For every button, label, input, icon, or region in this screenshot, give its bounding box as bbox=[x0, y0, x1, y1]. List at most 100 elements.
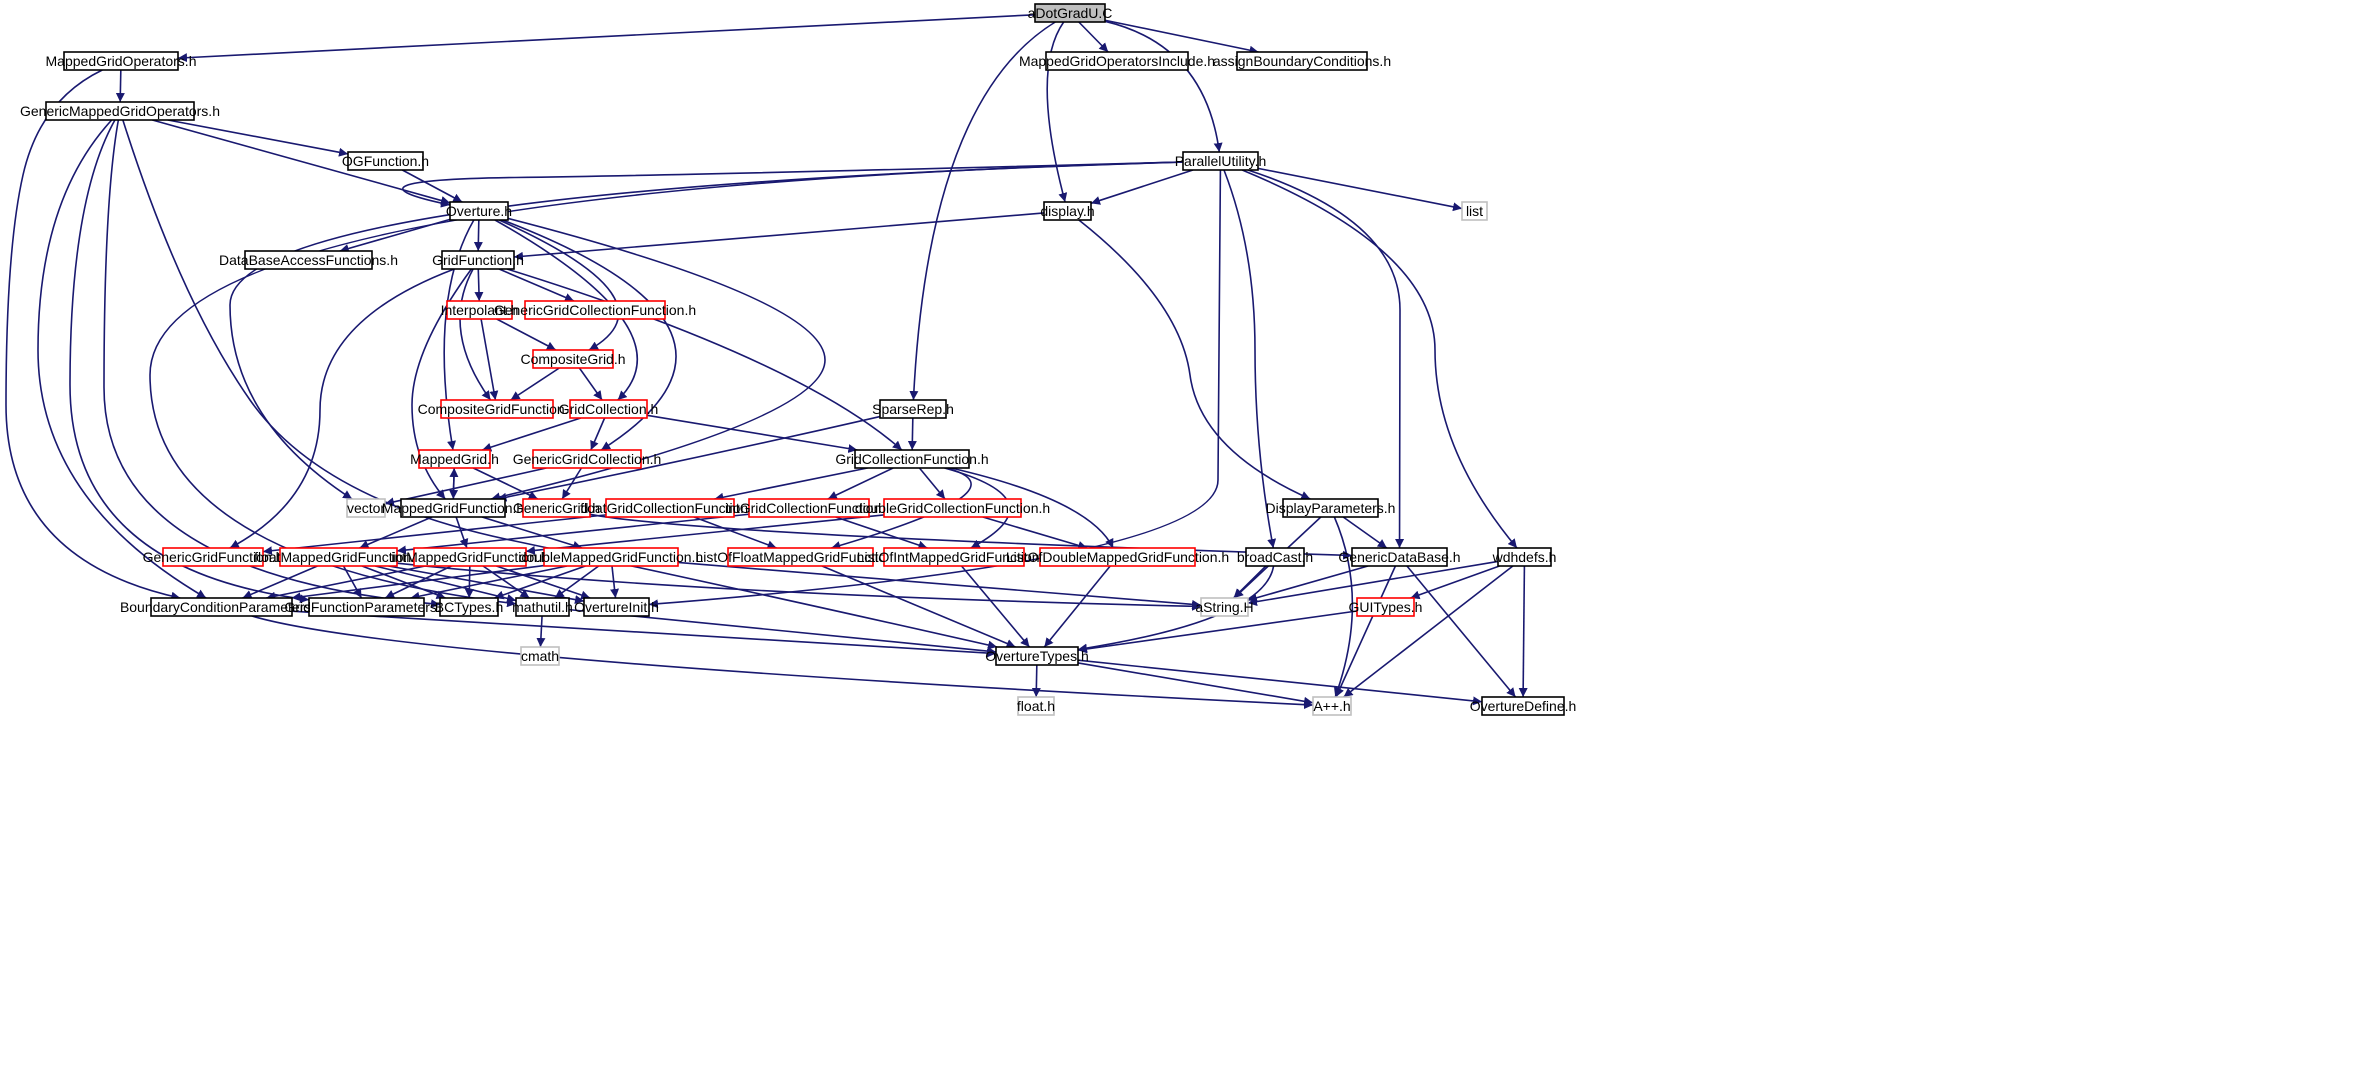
node-box-list[interactable] bbox=[1461, 201, 1488, 221]
node-GridFunctionParameters[interactable]: GridFunctionParameters.h bbox=[284, 597, 449, 617]
node-vector[interactable]: vector bbox=[346, 498, 386, 518]
node-GenericGrid[interactable]: GenericGrid.h bbox=[513, 498, 600, 518]
node-CompositeGridFunction[interactable]: CompositeGridFunction.h bbox=[418, 399, 577, 419]
node-box-GenericGrid[interactable] bbox=[522, 498, 591, 518]
node-GenericGridFunction[interactable]: GenericGridFunction.h bbox=[143, 547, 284, 567]
node-ListOfFloatMappedGridFunction[interactable]: ListOfFloatMappedGridFunction.h bbox=[695, 547, 906, 567]
node-box-BCTypes[interactable] bbox=[439, 597, 499, 617]
node-box-intMappedGridFunction[interactable] bbox=[413, 547, 527, 567]
node-box-MappedGrid[interactable] bbox=[418, 449, 491, 469]
node-box-GridFunctionParameters[interactable] bbox=[308, 597, 425, 617]
node-doubleGridCollectionFunction[interactable]: doubleGridCollectionFunction.h bbox=[855, 498, 1050, 518]
node-SparseRep[interactable]: SparseRep.h bbox=[872, 399, 954, 419]
node-OvertureTypes[interactable]: OvertureTypes.h bbox=[985, 646, 1089, 666]
node-box-App[interactable] bbox=[1312, 696, 1352, 716]
node-box-aString[interactable] bbox=[1200, 597, 1249, 617]
node-assignBoundaryConditions[interactable]: assignBoundaryConditions.h bbox=[1213, 51, 1391, 71]
node-ListOfIntMappedGridFunction[interactable]: ListOfIntMappedGridFunction.h bbox=[857, 547, 1052, 567]
node-MappedGridOperators[interactable]: MappedGridOperators.h bbox=[46, 51, 197, 71]
node-box-DataBaseAccessFunctions[interactable] bbox=[244, 250, 373, 270]
node-box-ParallelUtility[interactable] bbox=[1182, 151, 1259, 171]
node-box-floatGridCollectionFunction[interactable] bbox=[605, 498, 735, 518]
node-GenericGridCollection[interactable]: GenericGridCollection.h bbox=[513, 449, 662, 469]
node-GridCollection[interactable]: GridCollection.h bbox=[559, 399, 659, 419]
node-MappedGridFunction[interactable]: MappedGridFunction.h bbox=[382, 498, 524, 518]
node-BoundaryConditionParameters[interactable]: BoundaryConditionParameters.h bbox=[120, 597, 323, 617]
node-box-mathutil[interactable] bbox=[515, 597, 570, 617]
node-box-doubleGridCollectionFunction[interactable] bbox=[883, 498, 1022, 518]
node-box-doubleMappedGridFunction[interactable] bbox=[543, 547, 679, 567]
node-box-GenericGridCollection[interactable] bbox=[532, 449, 642, 469]
node-CompositeGrid[interactable]: CompositeGrid.h bbox=[520, 349, 626, 369]
node-doubleMappedGridFunction[interactable]: doubleMappedGridFunction.h bbox=[519, 547, 703, 567]
node-box-GUITypes[interactable] bbox=[1356, 597, 1415, 617]
node-box-OvertureTypes[interactable] bbox=[995, 646, 1079, 666]
node-box-GridFunction[interactable] bbox=[441, 250, 515, 270]
node-DataBaseAccessFunctions[interactable]: DataBaseAccessFunctions.h bbox=[219, 250, 398, 270]
node-OvertureDefine[interactable]: OvertureDefine.h bbox=[1470, 696, 1577, 716]
node-GenericDataBase[interactable]: GenericDataBase.h bbox=[1338, 547, 1461, 567]
node-broadCast[interactable]: broadCast.h bbox=[1237, 547, 1313, 567]
node-box-OGFunction[interactable] bbox=[347, 151, 424, 171]
node-floath[interactable]: float.h bbox=[1017, 696, 1055, 716]
node-box-Interpolant[interactable] bbox=[446, 300, 513, 320]
node-box-ListOfFloatMappedGridFunction[interactable] bbox=[727, 547, 874, 567]
node-GenericMappedGridOperators[interactable]: GenericMappedGridOperators.h bbox=[20, 101, 220, 121]
node-box-display[interactable] bbox=[1043, 201, 1092, 221]
node-box-GenericDataBase[interactable] bbox=[1351, 547, 1448, 567]
node-Overture[interactable]: Overture.h bbox=[446, 201, 512, 221]
node-box-wdhdefs[interactable] bbox=[1497, 547, 1552, 567]
node-box-floatMappedGridFunction[interactable] bbox=[279, 547, 398, 567]
node-box-DisplayParameters[interactable] bbox=[1282, 498, 1379, 518]
node-MappedGridOperatorsInclude[interactable]: MappedGridOperatorsInclude.h bbox=[1019, 51, 1215, 71]
node-mathutil[interactable]: mathutil.h bbox=[512, 597, 573, 617]
node-box-GenericGridCollectionFunction[interactable] bbox=[524, 300, 666, 320]
node-box-floath[interactable] bbox=[1017, 696, 1055, 716]
node-box-MappedGridFunction[interactable] bbox=[400, 498, 506, 518]
node-BCTypes[interactable]: BCTypes.h bbox=[435, 597, 503, 617]
node-box-OvertureInit[interactable] bbox=[583, 597, 650, 617]
node-GridCollectionFunction[interactable]: GridCollectionFunction.h bbox=[835, 449, 989, 469]
node-box-cmath[interactable] bbox=[520, 646, 560, 666]
node-App[interactable]: A++.h bbox=[1312, 696, 1352, 716]
node-box-GenericMappedGridOperators[interactable] bbox=[45, 101, 195, 121]
node-box-CompositeGrid[interactable] bbox=[532, 349, 614, 369]
node-box-intGridCollectionFunction[interactable] bbox=[748, 498, 870, 518]
node-intGridCollectionFunction[interactable]: intGridCollectionFunction.h bbox=[725, 498, 893, 518]
node-GridFunction[interactable]: GridFunction.h bbox=[432, 250, 524, 270]
node-GenericGridCollectionFunction[interactable]: GenericGridCollectionFunction.h bbox=[494, 300, 696, 320]
node-OvertureInit[interactable]: OvertureInit.h bbox=[574, 597, 659, 617]
node-box-assignBoundaryConditions[interactable] bbox=[1236, 51, 1368, 71]
node-box-CompositeGridFunction[interactable] bbox=[440, 399, 554, 419]
node-box-GridCollectionFunction[interactable] bbox=[854, 449, 970, 469]
node-box-GridCollection[interactable] bbox=[569, 399, 648, 419]
node-box-MappedGridOperatorsInclude[interactable] bbox=[1045, 51, 1189, 71]
node-Interpolant[interactable]: Interpolant.h bbox=[441, 300, 519, 320]
node-box-BoundaryConditionParameters[interactable] bbox=[150, 597, 293, 617]
node-ParallelUtility[interactable]: ParallelUtility.h bbox=[1175, 151, 1267, 171]
node-floatMappedGridFunction[interactable]: floatMappedGridFunction.h bbox=[254, 547, 423, 567]
node-box-GenericGridFunction[interactable] bbox=[162, 547, 264, 567]
node-ListOfDoubleMappedGridFunction[interactable]: ListOfDoubleMappedGridFunction.h bbox=[1006, 547, 1229, 567]
node-OGFunction[interactable]: OGFunction.h bbox=[342, 151, 429, 171]
node-wdhdefs[interactable]: wdhdefs.h bbox=[1492, 547, 1557, 567]
node-MappedGrid[interactable]: MappedGrid.h bbox=[410, 449, 499, 469]
node-box-SparseRep[interactable] bbox=[879, 399, 947, 419]
node-list[interactable]: list bbox=[1461, 201, 1488, 221]
node-box-OvertureDefine[interactable] bbox=[1481, 696, 1565, 716]
node-box-Overture[interactable] bbox=[449, 201, 509, 221]
node-display[interactable]: display.h bbox=[1040, 201, 1095, 221]
node-DisplayParameters[interactable]: DisplayParameters.h bbox=[1266, 498, 1396, 518]
node-floatGridCollectionFunction[interactable]: floatGridCollectionFunction.h bbox=[580, 498, 760, 518]
node-box-vector[interactable] bbox=[346, 498, 386, 518]
node-box-ListOfIntMappedGridFunction[interactable] bbox=[883, 547, 1025, 567]
node-box-MappedGridOperators[interactable] bbox=[63, 51, 179, 71]
node-box-ListOfDoubleMappedGridFunction[interactable] bbox=[1039, 547, 1196, 567]
node-cmath[interactable]: cmath bbox=[520, 646, 560, 666]
node-intMappedGridFunction[interactable]: intMappedGridFunction.h bbox=[391, 547, 549, 567]
node-aDotGradU[interactable]: aDotGradU.C bbox=[1028, 3, 1113, 23]
node-box-aDotGradU[interactable] bbox=[1034, 3, 1106, 23]
node-GUITypes[interactable]: GUITypes.h bbox=[1349, 597, 1423, 617]
node-aString[interactable]: aString.H bbox=[1195, 597, 1254, 617]
node-box-broadCast[interactable] bbox=[1245, 547, 1305, 567]
